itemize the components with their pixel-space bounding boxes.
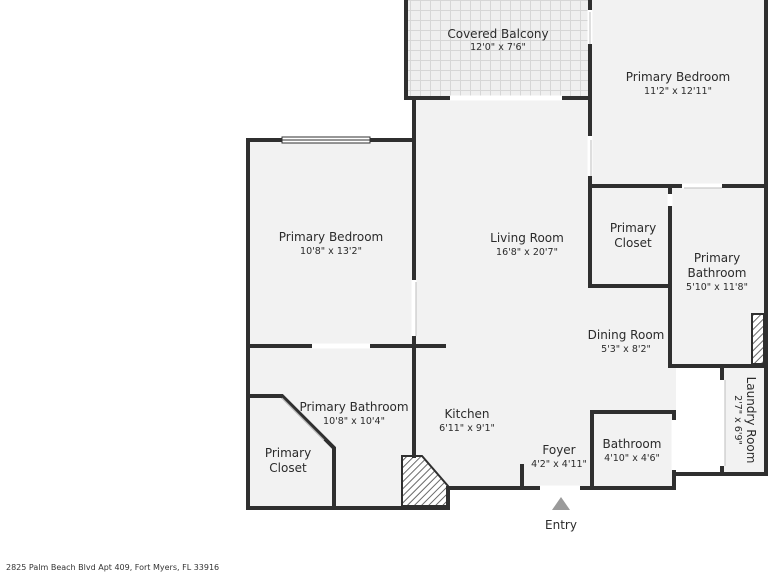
left-closet-name-1: Primary bbox=[265, 446, 311, 460]
kitchen-dims: 6'11" x 9'1" bbox=[439, 423, 495, 434]
foyer-name: Foyer bbox=[542, 443, 575, 457]
room-labels: Covered Balcony 12'0" x 7'6" Primary Bed… bbox=[265, 27, 758, 532]
foyer-dims: 4'2" x 4'11" bbox=[531, 459, 587, 470]
living-room-name: Living Room bbox=[490, 231, 564, 245]
left-bath-floor bbox=[248, 346, 414, 508]
balcony-name: Covered Balcony bbox=[447, 27, 548, 41]
right-bath-name-1: Primary bbox=[694, 251, 740, 265]
kitchen-name: Kitchen bbox=[444, 407, 489, 421]
left-bedroom-name: Primary Bedroom bbox=[279, 230, 383, 244]
right-bedroom-name: Primary Bedroom bbox=[626, 70, 730, 84]
right-closet-name-2: Closet bbox=[614, 236, 652, 250]
right-bath-floor bbox=[672, 186, 764, 366]
laundry-label-group: Laundry Room 2'7" x 6'9" bbox=[732, 377, 758, 464]
laundry-floor bbox=[722, 368, 764, 472]
door-openings bbox=[312, 10, 725, 491]
living-room-dims: 16'8" x 20'7" bbox=[496, 247, 558, 258]
floor-areas bbox=[248, 0, 766, 508]
door-leaves bbox=[281, 12, 726, 466]
dining-room-dims: 5'3" x 8'2" bbox=[601, 344, 651, 355]
right-bath-dims: 5'10" x 11'8" bbox=[686, 282, 748, 293]
window bbox=[281, 136, 371, 144]
right-bedroom-dims: 11'2" x 12'11" bbox=[644, 86, 712, 97]
entry-label: Entry bbox=[545, 518, 577, 532]
living-extension-floor bbox=[592, 286, 672, 366]
left-bedroom-floor bbox=[248, 140, 414, 346]
address-footer: 2825 Palm Beach Blvd Apt 409, Fort Myers… bbox=[6, 563, 219, 572]
left-closet-name-2: Closet bbox=[269, 461, 307, 475]
left-bath-name: Primary Bathroom bbox=[299, 400, 408, 414]
bathroom-dims: 4'10" x 4'6" bbox=[604, 453, 660, 464]
laundry-cabinet-hatch bbox=[751, 313, 765, 365]
right-closet-name-1: Primary bbox=[610, 221, 656, 235]
balcony-floor bbox=[406, 0, 590, 98]
left-bath-dims: 10'8" x 10'4" bbox=[323, 416, 385, 427]
entry-arrow-icon bbox=[552, 497, 570, 510]
right-closet-floor bbox=[592, 186, 670, 286]
bathroom-name: Bathroom bbox=[603, 437, 662, 451]
balcony-dims: 12'0" x 7'6" bbox=[470, 42, 526, 53]
bathroom-floor bbox=[592, 412, 672, 488]
laundry-room-name: Laundry Room bbox=[744, 377, 758, 464]
laundry-room-dims: 2'7" x 6'9" bbox=[732, 395, 743, 445]
left-bedroom-dims: 10'8" x 13'2" bbox=[300, 246, 362, 257]
dining-room-name: Dining Room bbox=[588, 328, 665, 342]
right-bath-name-2: Bathroom bbox=[688, 266, 747, 280]
